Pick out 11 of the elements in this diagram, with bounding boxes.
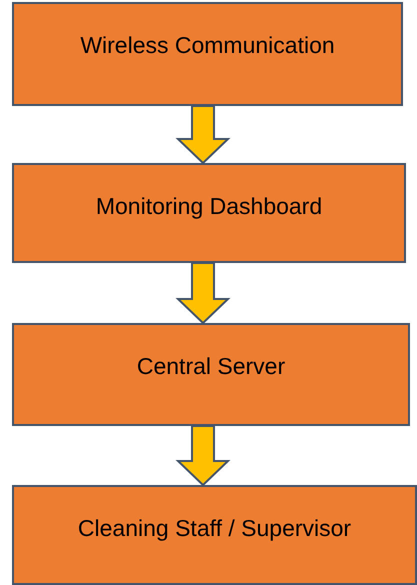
- process-box: [12, 2, 403, 106]
- box-label: Cleaning Staff / Supervisor: [76, 515, 352, 542]
- box-label: Wireless Communication: [79, 32, 336, 59]
- box-label: Central Server: [136, 353, 286, 380]
- box-label: Monitoring Dashboard: [94, 193, 324, 220]
- block-arrow: [176, 425, 230, 486]
- process-box: [12, 485, 417, 585]
- process-box: [12, 323, 410, 426]
- block-arrow: [176, 262, 230, 324]
- process-box: [12, 163, 406, 263]
- block-arrow: [176, 105, 230, 164]
